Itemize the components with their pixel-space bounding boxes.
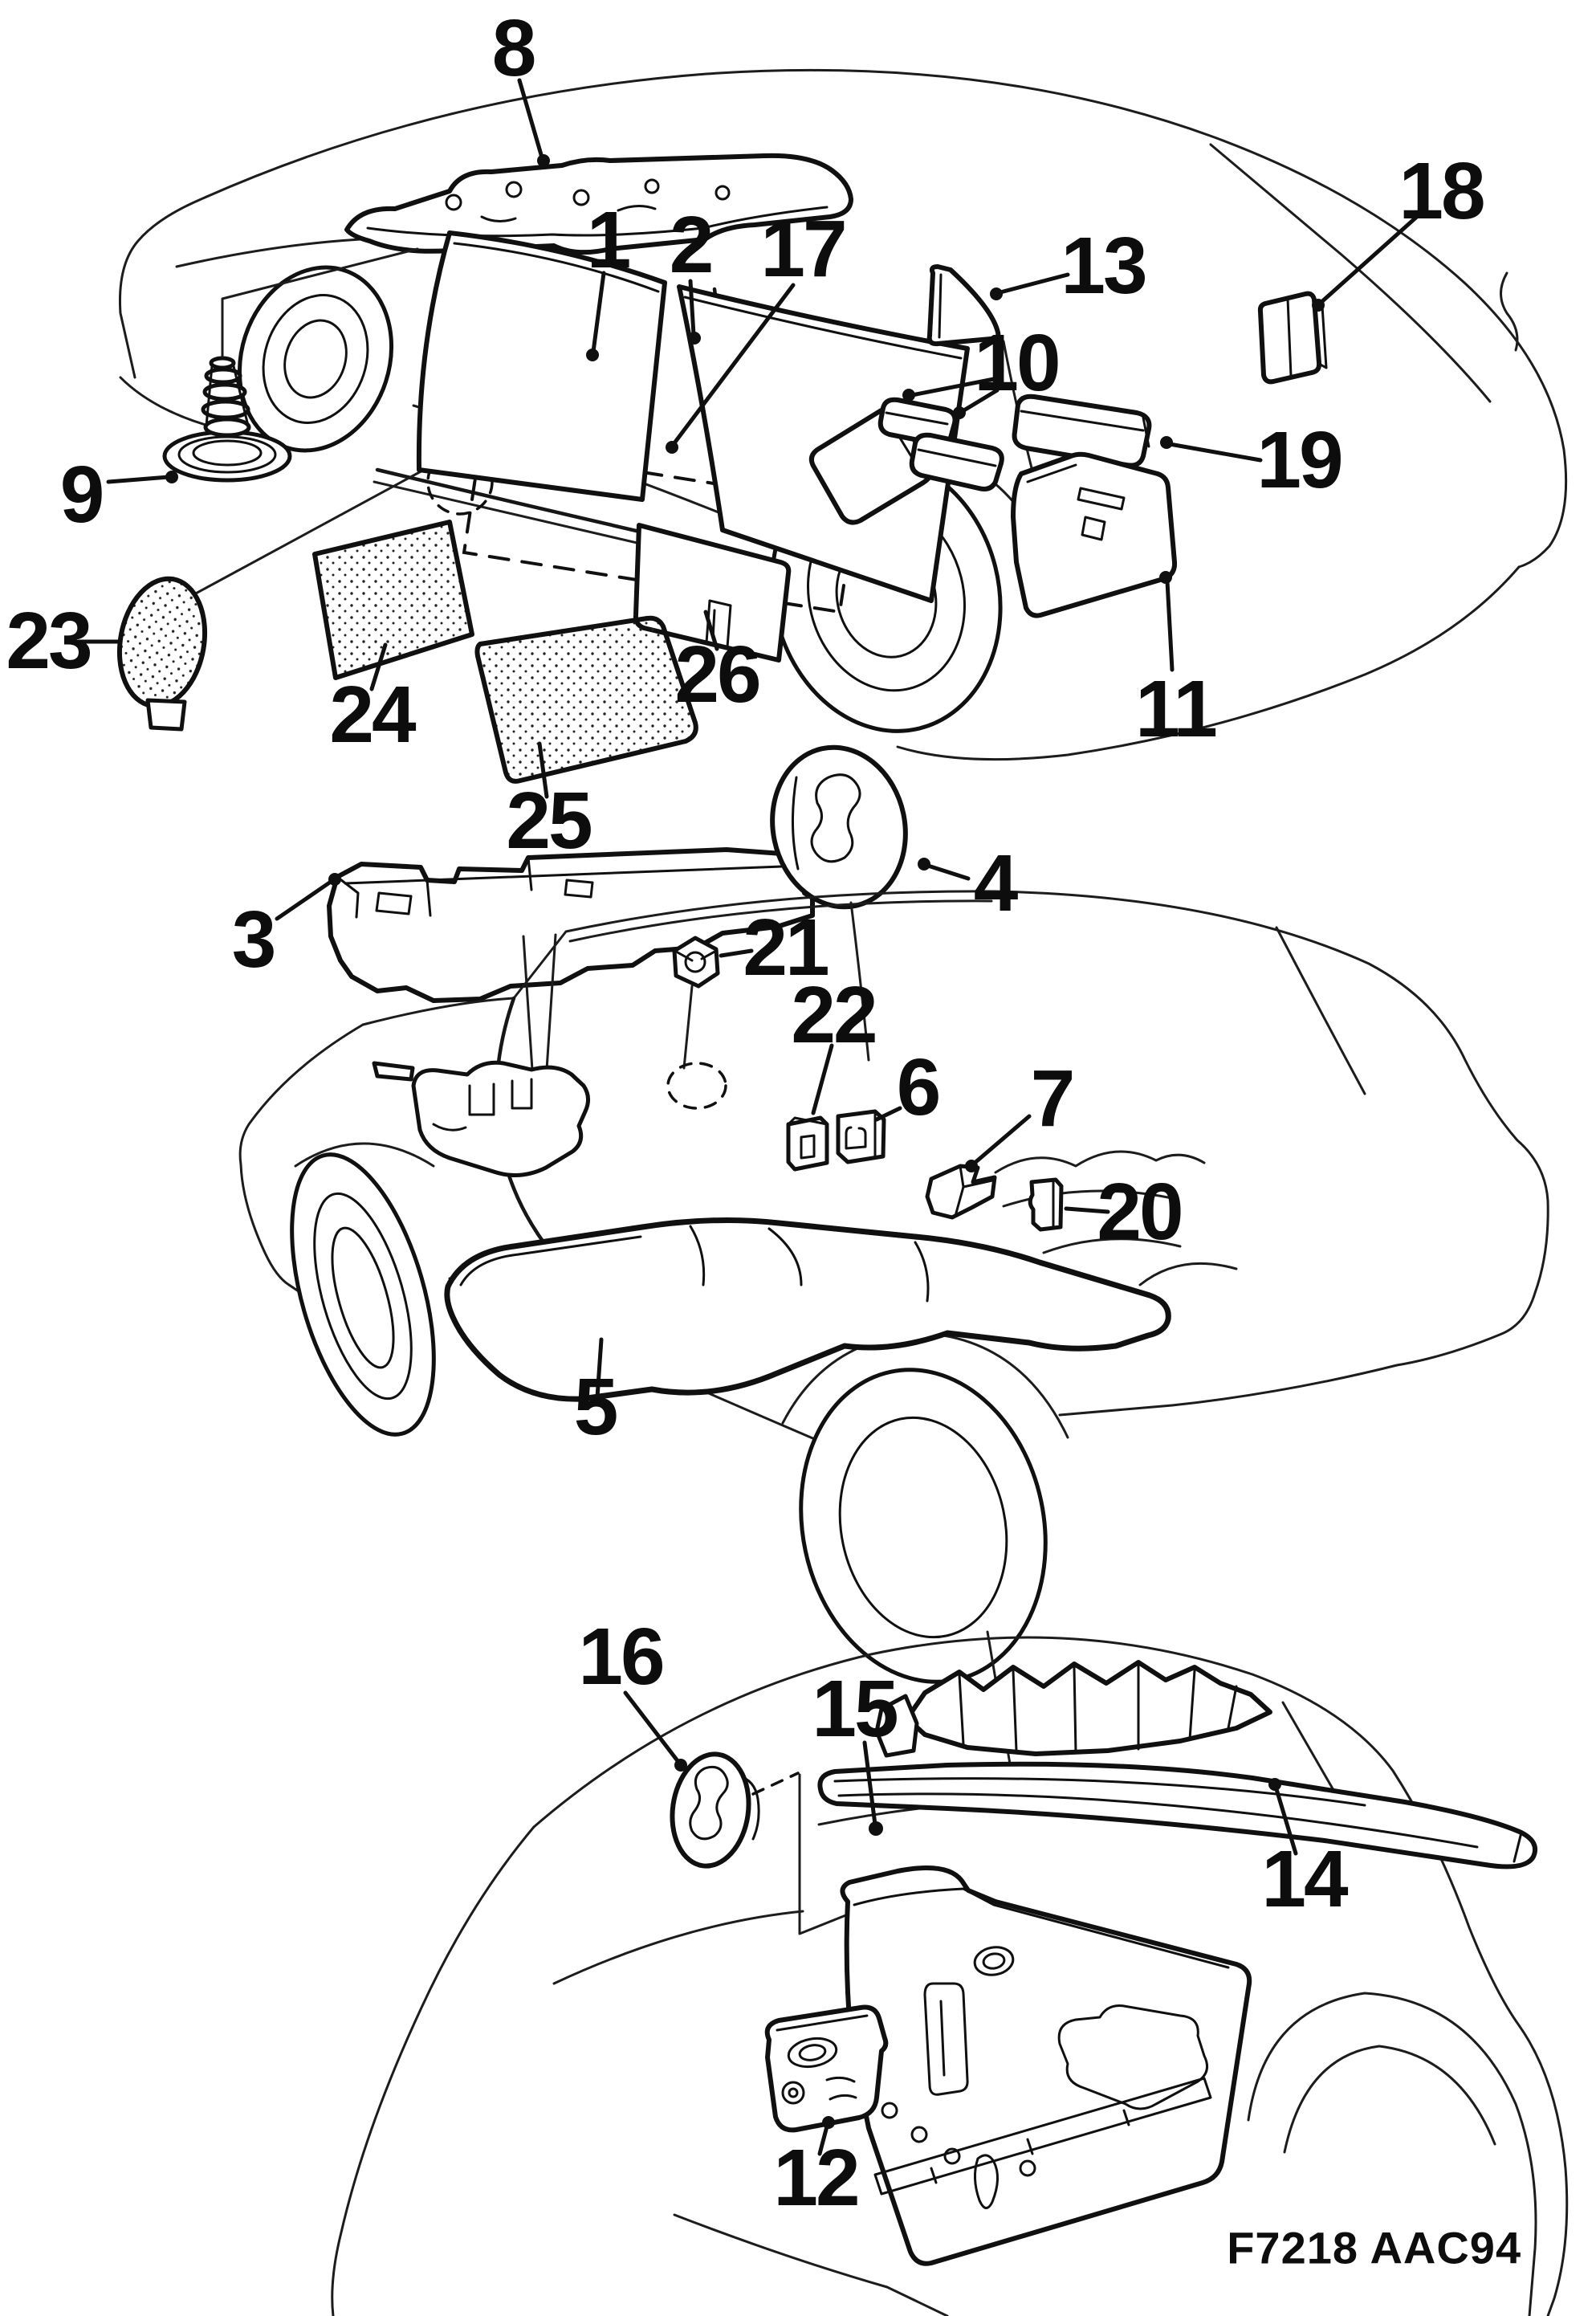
callout-18: 18	[1399, 146, 1485, 236]
figure-code: F7218 AAC94	[1227, 2222, 1522, 2273]
callout-9: 9	[59, 449, 105, 540]
part-21-nut	[672, 936, 720, 989]
leader-lines-top	[76, 78, 1421, 799]
callout-14: 14	[1261, 1833, 1348, 1924]
part-12-gasket-panel	[764, 2004, 889, 2133]
callout-16: 16	[578, 1612, 665, 1702]
part-22-clip	[786, 1115, 829, 1172]
part-10-small-pads	[877, 397, 1004, 491]
part-20-clip	[1028, 1177, 1064, 1232]
callout-12: 12	[773, 2133, 860, 2223]
callout-21: 21	[743, 902, 829, 993]
callout-1: 1	[586, 195, 632, 285]
middle-car-firewall-insulation	[372, 985, 727, 1177]
part-25-stippled-damping-sheet	[474, 615, 698, 784]
middle-car-outline	[238, 890, 1549, 1684]
part-5-floor-carpet	[444, 1217, 1171, 1402]
callout-3: 3	[231, 894, 277, 985]
callout-6: 6	[896, 1042, 942, 1132]
part-7-bracket	[925, 1164, 997, 1220]
callout-19: 19	[1256, 415, 1343, 505]
callout-17: 17	[760, 204, 847, 294]
callout-10: 10	[974, 318, 1061, 408]
callout-5: 5	[573, 1362, 619, 1452]
callout-20: 20	[1097, 1167, 1183, 1257]
part-1-front-door-insulation-panel	[416, 230, 667, 502]
part-3-rear-shelf-tray	[327, 847, 815, 1140]
part-16-rear-speaker-seal	[670, 1751, 873, 1935]
callout-24: 24	[329, 670, 416, 760]
part-23-oval-damping-pad	[116, 576, 208, 732]
callout-26: 26	[674, 630, 761, 720]
part-4-rear-speaker-seal	[770, 744, 908, 910]
callout-4: 4	[973, 838, 1019, 928]
part-8-trunk-shelf-insulation	[344, 153, 853, 255]
part-19-long-pad	[1012, 393, 1152, 468]
part-18-rect-pad	[1257, 291, 1328, 385]
callout-13: 13	[1061, 221, 1147, 311]
part-24-stippled-damping-sheet	[312, 520, 474, 680]
callout-8: 8	[491, 3, 537, 93]
part-9-grommet	[162, 247, 419, 483]
callout-7: 7	[1030, 1054, 1076, 1144]
callout-23: 23	[6, 596, 92, 686]
callout-2: 2	[669, 200, 715, 290]
part-11-door-trim-panel	[1011, 451, 1178, 618]
leader-lines-middle	[275, 858, 1110, 1400]
part-14-shelf-insulation-ribbed	[817, 1660, 1538, 1870]
callout-15: 15	[812, 1664, 898, 1754]
callout-25: 25	[506, 776, 592, 866]
callout-11: 11	[1135, 664, 1218, 754]
part-15-rear-bulkhead-insulation	[840, 1865, 1252, 2266]
leader-lines-bottom	[623, 1690, 1298, 2156]
part-13-triangular-pad	[926, 264, 1001, 347]
callout-22: 22	[791, 970, 877, 1060]
